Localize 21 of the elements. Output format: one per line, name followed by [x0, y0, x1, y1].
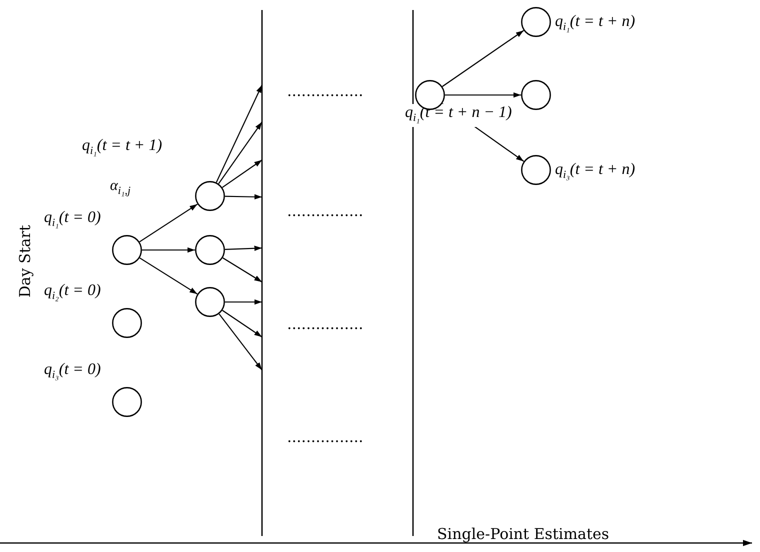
arrow	[224, 246, 262, 251]
text-label: Single-Point Estimates	[437, 525, 610, 543]
arrow	[222, 310, 262, 338]
text-label: ................	[287, 315, 364, 333]
text-label: ................	[287, 82, 364, 100]
axis-label: Day Start	[16, 225, 34, 298]
arrow	[218, 122, 262, 184]
text-label: ................	[287, 202, 364, 220]
arrow	[445, 92, 521, 98]
arrow	[216, 84, 262, 183]
arrow	[224, 194, 262, 200]
arrow	[218, 314, 262, 370]
arrow	[222, 257, 262, 282]
arrow	[139, 204, 198, 242]
arrow	[442, 30, 524, 87]
arrow	[222, 160, 262, 188]
text-label: ................	[287, 428, 364, 446]
arrow	[225, 299, 262, 305]
state-label: q$_{i₁}$(t = t + 1)	[82, 137, 162, 160]
arrow	[142, 247, 195, 253]
arrow	[139, 258, 198, 294]
